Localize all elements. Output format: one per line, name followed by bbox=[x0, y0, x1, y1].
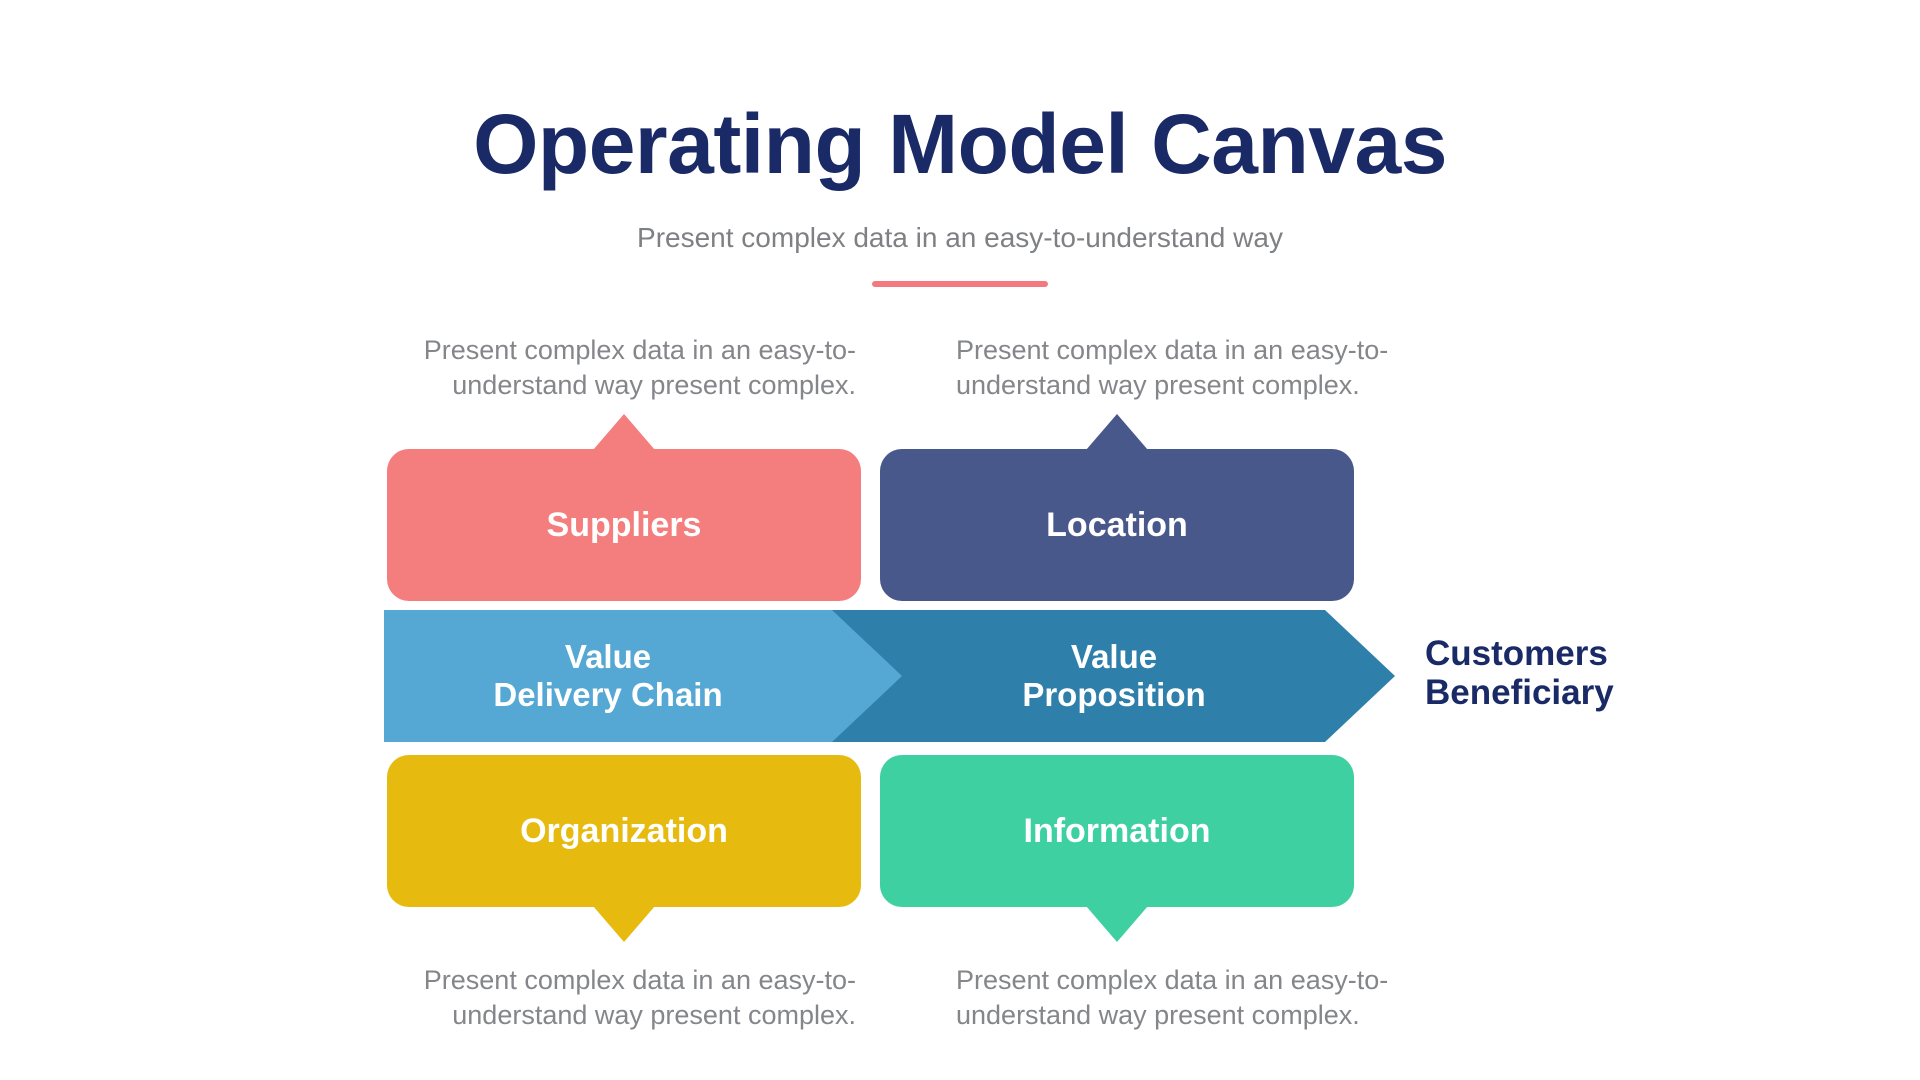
information-label: Information bbox=[1023, 811, 1211, 850]
description-line: Present complex data in an easy-to- bbox=[423, 965, 856, 995]
description-top-left: Present complex data in an easy-to- unde… bbox=[306, 333, 856, 403]
title-underline-accent bbox=[872, 281, 1048, 287]
value-delivery-arrow-shape bbox=[384, 610, 902, 742]
page-subtitle: Present complex data in an easy-to-under… bbox=[637, 222, 1283, 253]
description-line: understand way present complex. bbox=[452, 1000, 856, 1030]
organization-label: Organization bbox=[520, 811, 728, 850]
description-line: Present complex data in an easy-to- bbox=[423, 335, 856, 365]
value-delivery-chain-label: Value Delivery Chain bbox=[384, 610, 832, 742]
description-line: Present complex data in an easy-to- bbox=[956, 965, 1389, 995]
location-label: Location bbox=[1046, 505, 1188, 544]
page-title: Operating Model Canvas bbox=[473, 97, 1447, 191]
location-pointer-up-icon bbox=[1086, 414, 1148, 450]
value-proposition-arrow-shape bbox=[830, 610, 1395, 742]
value-chain-arrows bbox=[384, 610, 1395, 742]
beneficiary-line: Customers bbox=[1425, 634, 1608, 673]
description-bottom-left: Present complex data in an easy-to- unde… bbox=[306, 963, 856, 1033]
description-line: understand way present complex. bbox=[956, 370, 1360, 400]
arrow-label-line: Proposition bbox=[1022, 676, 1206, 713]
arrow-label-line: Delivery Chain bbox=[493, 676, 723, 713]
arrow-label-line: Value bbox=[1070, 638, 1158, 675]
description-line: understand way present complex. bbox=[452, 370, 856, 400]
information-box: Information bbox=[880, 755, 1354, 907]
arrow-label-line: Value bbox=[564, 638, 652, 675]
organization-box: Organization bbox=[387, 755, 861, 907]
description-line: Present complex data in an easy-to- bbox=[956, 335, 1389, 365]
suppliers-box: Suppliers bbox=[387, 449, 861, 601]
information-pointer-down-icon bbox=[1086, 906, 1148, 942]
description-bottom-right: Present complex data in an easy-to- unde… bbox=[956, 963, 1516, 1033]
description-top-right: Present complex data in an easy-to- unde… bbox=[956, 333, 1516, 403]
location-box: Location bbox=[880, 449, 1354, 601]
value-proposition-label: Value Proposition bbox=[902, 610, 1326, 742]
suppliers-pointer-up-icon bbox=[593, 414, 655, 450]
beneficiary-line: Beneficiary bbox=[1425, 673, 1614, 712]
organization-pointer-down-icon bbox=[593, 906, 655, 942]
description-line: understand way present complex. bbox=[956, 1000, 1360, 1030]
customers-beneficiary-label: Customers Beneficiary bbox=[1425, 634, 1614, 712]
suppliers-label: Suppliers bbox=[546, 505, 702, 544]
